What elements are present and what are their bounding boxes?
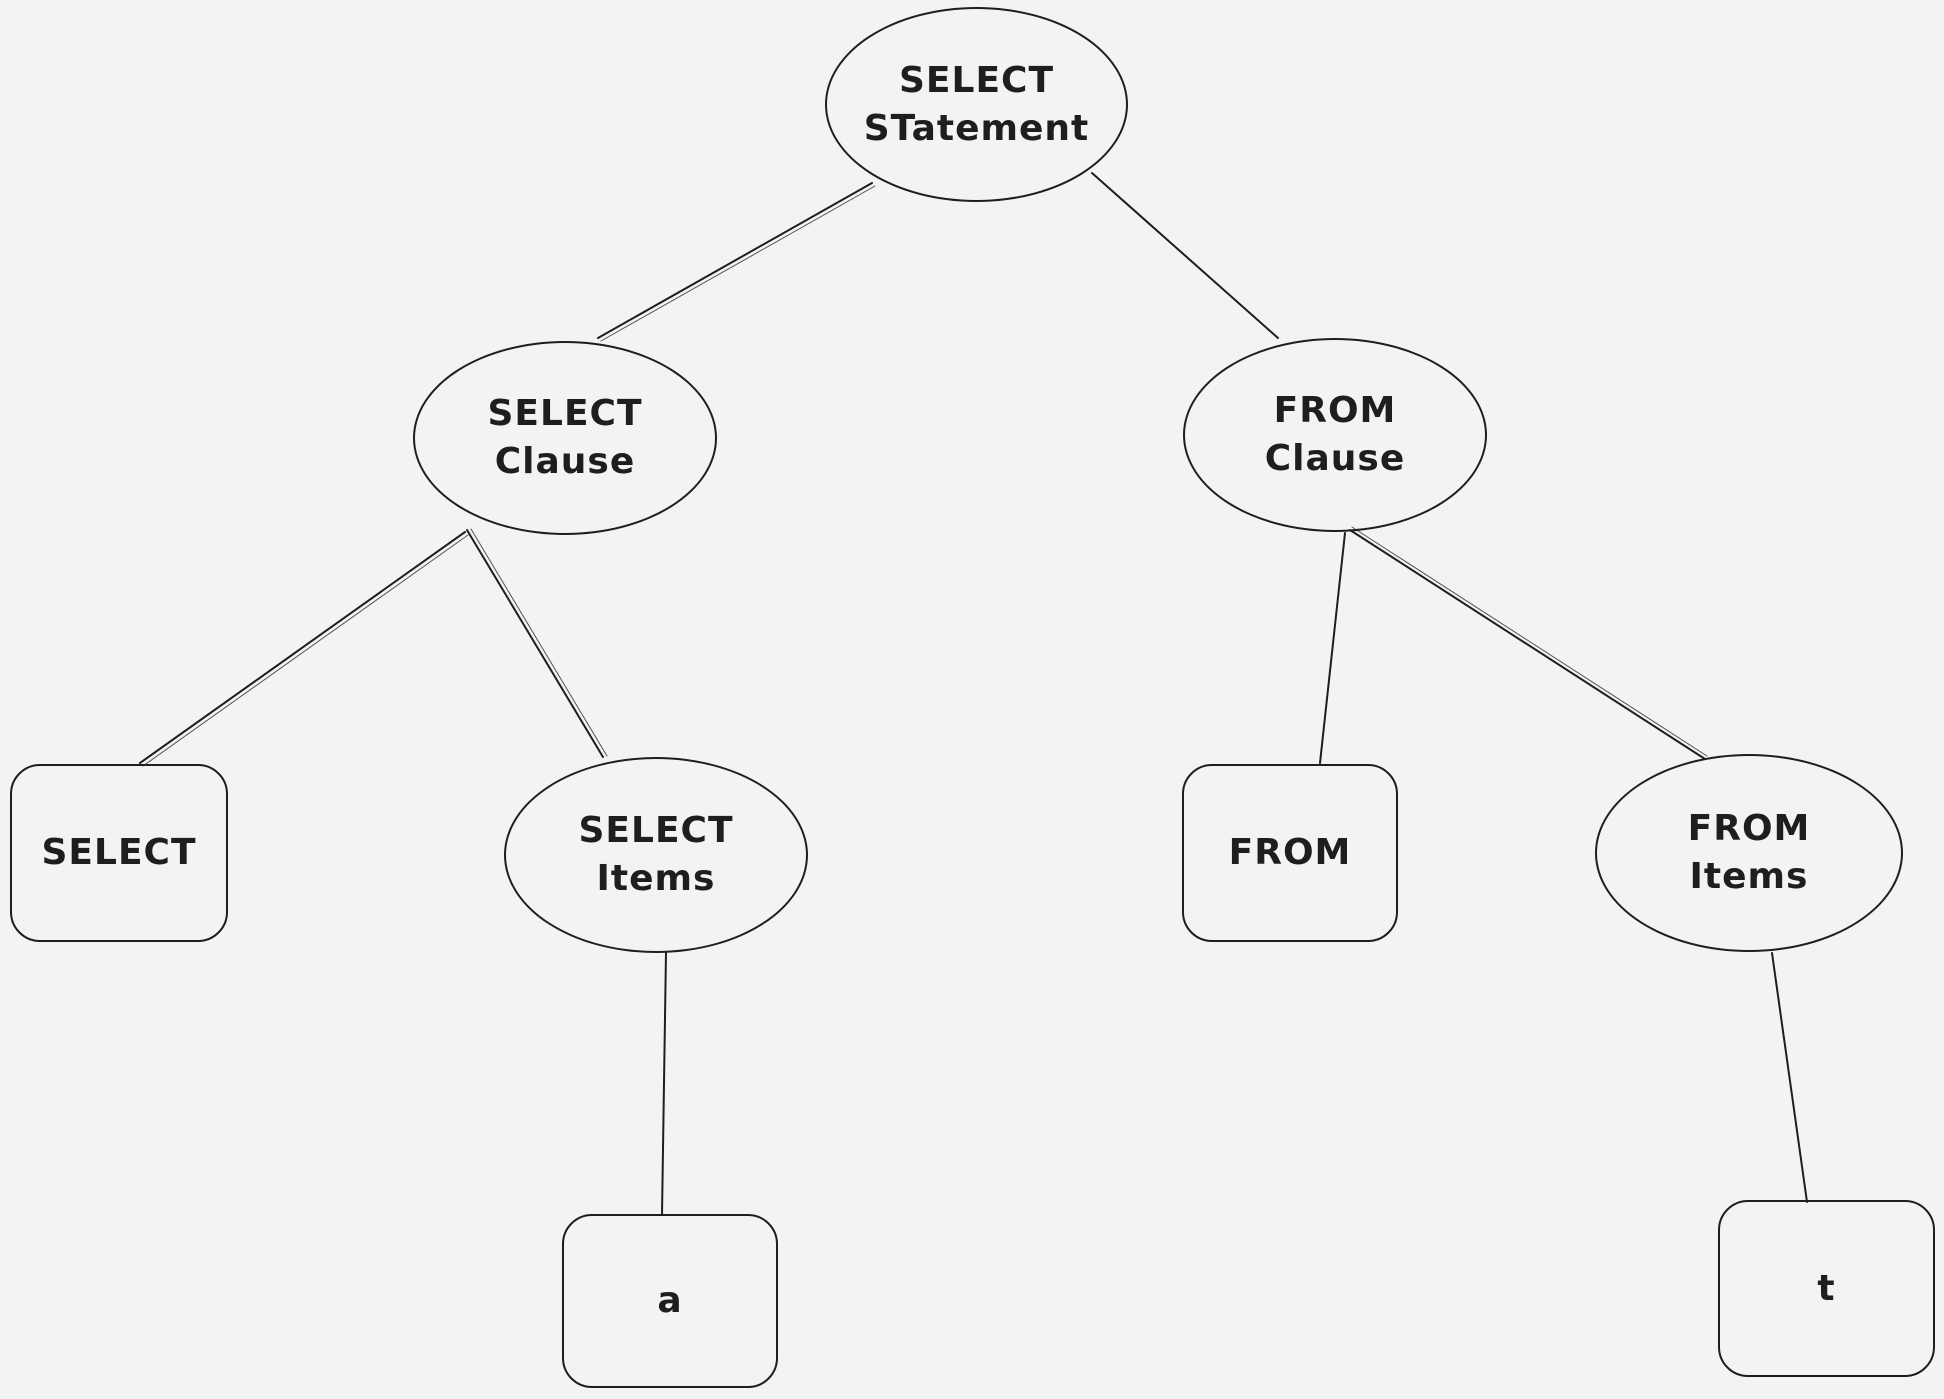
node-from-clause-label: FROM Clause	[1264, 390, 1406, 479]
edge-select-clause-to-select-items	[466, 529, 604, 758]
node-select-statement: SELECT STatement	[825, 7, 1128, 202]
node-select-keyword: SELECT	[10, 764, 228, 942]
edge-from-clause-to-from-keyword	[1319, 532, 1346, 764]
node-select-items: SELECT Items	[504, 757, 808, 953]
node-select-statement-label: SELECT STatement	[863, 59, 1090, 149]
edge-select-statement-to-from-clause	[1091, 172, 1279, 339]
edge-select-clause-to-select-keyword	[139, 531, 466, 764]
edge-from-clause-to-from-items-sketch	[1351, 526, 1708, 757]
edge-select-statement-to-select-clause-sketch	[600, 185, 876, 342]
node-item-a-label: a	[657, 1280, 683, 1322]
edge-select-items-to-item-a	[661, 951, 667, 1216]
node-from-items: FROM Items	[1595, 754, 1903, 952]
node-item-t-label: t	[1817, 1267, 1836, 1309]
edge-from-clause-to-from-items	[1349, 529, 1706, 760]
edge-select-statement-to-select-clause	[597, 182, 873, 339]
node-select-clause: SELECT Clause	[413, 341, 717, 535]
node-select-clause-label: SELECT Clause	[487, 393, 643, 482]
node-from-keyword-label: FROM	[1228, 832, 1352, 874]
node-from-keyword: FROM	[1182, 764, 1398, 942]
node-select-keyword-label: SELECT	[41, 832, 197, 874]
node-from-clause: FROM Clause	[1183, 338, 1487, 532]
edge-from-items-to-item-t	[1771, 952, 1808, 1203]
edge-select-clause-to-select-keyword-sketch	[142, 534, 469, 767]
node-select-items-label: SELECT Items	[578, 810, 734, 899]
node-from-items-label: FROM Items	[1687, 808, 1811, 897]
node-item-t: t	[1718, 1200, 1935, 1377]
node-item-a: a	[562, 1214, 778, 1388]
edge-select-clause-to-select-items-sketch	[470, 528, 608, 757]
